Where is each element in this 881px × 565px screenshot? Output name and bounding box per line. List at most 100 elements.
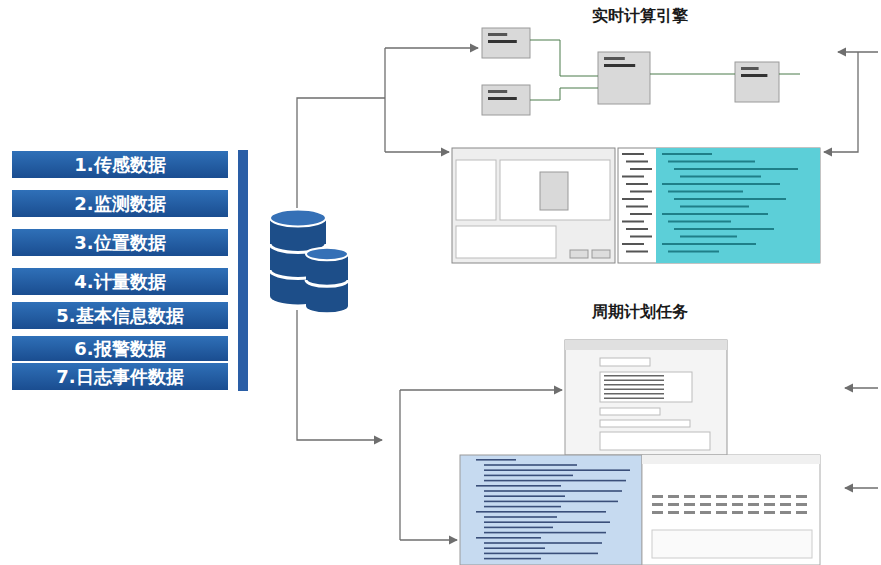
flow-line: [845, 487, 878, 488]
grid-stroke: [780, 495, 791, 498]
code-stroke: [604, 389, 664, 391]
flow-line: [400, 389, 562, 390]
code-stroke: [484, 469, 630, 471]
grid-stroke: [652, 511, 663, 514]
tree-stroke: [630, 168, 652, 170]
grid-stroke: [652, 503, 663, 506]
java-editor-screenshot: [460, 455, 642, 565]
dialog-field: [600, 372, 692, 402]
dialog-screenshot: [452, 148, 615, 263]
grid-stroke: [668, 503, 679, 506]
data-category-band: 1.传感数据: [12, 151, 228, 178]
block-caption-stroke: [741, 67, 759, 70]
code-stroke: [484, 506, 561, 508]
block-caption-stroke: [488, 33, 507, 36]
grid-stroke: [716, 511, 727, 514]
code-stroke: [668, 251, 719, 253]
bracket-bar: [238, 150, 248, 391]
grid-stroke: [716, 503, 727, 506]
band-label: 7.日志事件数据: [56, 365, 183, 389]
code-stroke: [680, 176, 761, 178]
code-stroke: [476, 485, 561, 487]
panel-heading: 实时计算引擎: [445, 6, 835, 27]
data-category-band: 2.监测数据: [12, 190, 228, 217]
flow-line: [385, 47, 478, 48]
tree-stroke: [626, 251, 648, 253]
grid-stroke: [732, 495, 743, 498]
grid-stroke: [796, 503, 807, 506]
dialog-button: [592, 250, 610, 258]
code-stroke: [476, 537, 541, 539]
flow-line: [824, 52, 858, 152]
dialog-field: [600, 420, 690, 427]
flow-line: [399, 390, 400, 540]
code-stroke: [604, 380, 664, 382]
tree-stroke: [622, 198, 644, 200]
grid-stroke: [732, 503, 743, 506]
cylinder-top: [306, 248, 348, 261]
data-category-band: 4.计量数据: [12, 268, 228, 295]
tree-stroke: [622, 176, 644, 178]
cylinder-top: [270, 210, 326, 227]
dialog-button: [570, 250, 588, 258]
code-stroke: [476, 459, 516, 461]
data-category-band: 6.报警数据: [12, 336, 228, 361]
code-stroke: [484, 516, 557, 518]
code-stroke: [476, 511, 606, 513]
code-stroke: [484, 521, 610, 523]
grid-stroke: [668, 495, 679, 498]
data-category-band: 7.日志事件数据: [12, 363, 228, 390]
block-caption-stroke: [488, 90, 507, 93]
grid-stroke: [700, 511, 711, 514]
grid-stroke: [796, 511, 807, 514]
tree-stroke: [622, 153, 644, 155]
tree-stroke: [622, 243, 644, 245]
schedule-table: [652, 530, 812, 558]
code-stroke: [674, 228, 774, 230]
dialog-field: [600, 432, 710, 450]
code-stroke: [484, 490, 622, 492]
code-stroke: [668, 221, 731, 223]
schedule-panel-screenshot: [642, 455, 820, 565]
function-block: [482, 28, 530, 58]
block-caption-stroke: [488, 40, 517, 43]
tree-stroke: [626, 183, 648, 185]
function-block: [540, 172, 568, 210]
dialog-table: [456, 226, 556, 258]
data-category-band: 3.位置数据: [12, 229, 228, 256]
code-stroke: [662, 153, 712, 155]
code-editor-pane: [656, 148, 820, 263]
data-category-band: 5.基本信息数据: [12, 302, 228, 329]
dialog-canvas: [500, 160, 610, 220]
grid-stroke: [764, 495, 775, 498]
block-caption-stroke: [604, 57, 625, 60]
tree-stroke: [630, 236, 652, 238]
code-stroke: [604, 384, 664, 386]
grid-stroke: [780, 503, 791, 506]
band-label: 1.传感数据: [74, 153, 165, 177]
block-diagram-screenshot: [482, 28, 800, 115]
grid-stroke: [716, 495, 727, 498]
task-dialog-screenshot: [565, 340, 727, 455]
code-editor-screenshot: [618, 148, 820, 263]
code-stroke: [484, 475, 573, 477]
tree-stroke: [626, 228, 648, 230]
code-stroke: [484, 480, 626, 482]
code-stroke: [484, 527, 553, 529]
code-stroke: [662, 183, 780, 185]
wire: [650, 74, 735, 75]
wire: [530, 40, 598, 76]
code-stroke: [484, 558, 541, 560]
flow-line: [400, 539, 457, 540]
band-label: 5.基本信息数据: [56, 304, 183, 328]
database-cylinder: [306, 248, 348, 313]
wire: [779, 74, 800, 75]
function-block: [598, 52, 650, 104]
code-stroke: [674, 168, 798, 170]
flow-line: [384, 48, 385, 152]
code-stroke: [668, 161, 755, 163]
code-stroke: [680, 236, 737, 238]
grid-stroke: [764, 511, 775, 514]
panel-heading: 周期计划任务: [445, 302, 835, 323]
dialog-list: [456, 160, 496, 220]
